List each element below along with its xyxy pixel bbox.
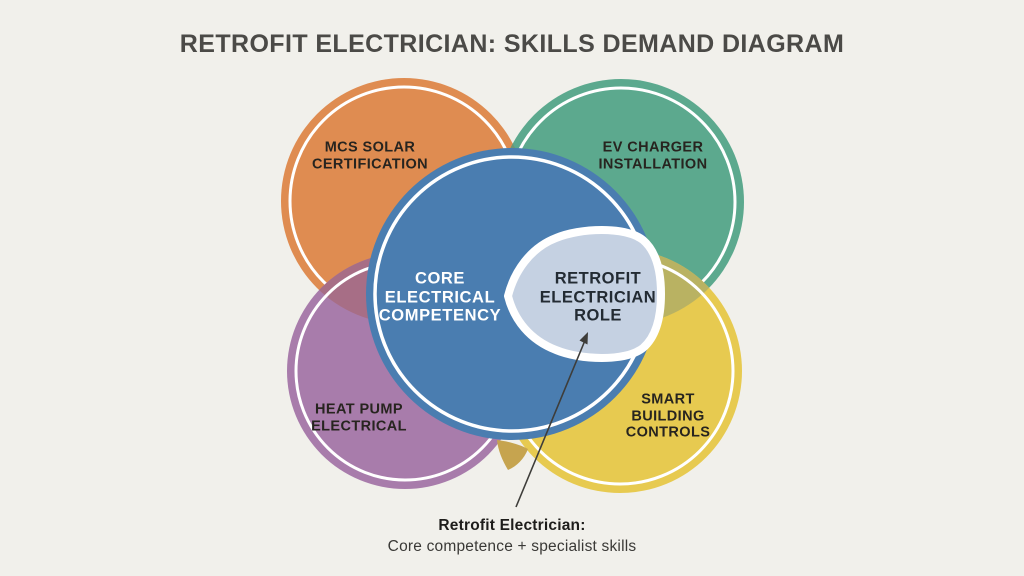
label-line: ELECTRICAL (311, 418, 407, 434)
caption-heading: Retrofit Electrician: (438, 517, 586, 534)
label-ev-charger: EV CHARGER INSTALLATION (599, 140, 708, 173)
page-title: RETROFIT ELECTRICIAN: SKILLS DEMAND DIAG… (179, 30, 845, 58)
label-retrofit-role: RETROFIT ELECTRICIAN ROLE (540, 269, 656, 325)
label-line: MCS SOLAR (324, 139, 416, 156)
caption: Retrofit Electrician: Core competence + … (388, 515, 637, 557)
label-line: CORE (414, 269, 466, 288)
annotation-arrowhead (579, 332, 588, 345)
label-line: SMART (641, 391, 695, 408)
label-line: COMPETENCY (378, 306, 502, 325)
label-line: BUILDING (631, 407, 705, 424)
caption-body: Core competence + specialist skills (387, 538, 637, 555)
label-line: EV CHARGER (602, 139, 704, 156)
label-line: CONTROLS (625, 424, 711, 441)
label-mcs-solar: MCS SOLAR CERTIFICATION (312, 140, 428, 173)
annotation-arrow-line (515, 337, 587, 508)
label-line: ELECTRICIAN (539, 287, 657, 306)
overlap-shadow-gold (497, 440, 528, 470)
label-smart-building: SMART BUILDING CONTROLS (626, 391, 711, 441)
label-line: CERTIFICATION (311, 156, 429, 172)
label-line: RETROFIT (554, 269, 642, 288)
label-core-competency: CORE ELECTRICAL COMPETENCY (379, 269, 501, 325)
label-line: ELECTRICAL (384, 287, 496, 306)
label-line: HEAT PUMP (315, 401, 403, 418)
label-heat-pump: HEAT PUMP ELECTRICAL (311, 402, 407, 435)
label-line: ROLE (574, 306, 622, 325)
retrofit-role-shape (504, 226, 665, 362)
label-line: INSTALLATION (598, 156, 708, 172)
